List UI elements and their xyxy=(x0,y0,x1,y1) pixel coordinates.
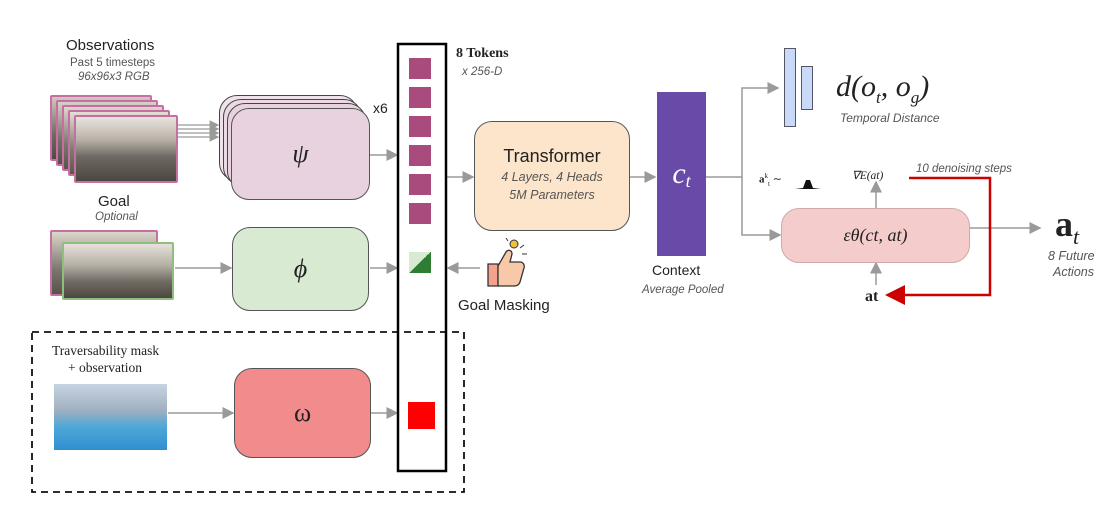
context-label: Context xyxy=(652,262,701,278)
traversability-subtitle: + observation xyxy=(68,360,142,375)
traversability-title: Traversability mask xyxy=(52,343,160,358)
gaussian-noise-icon xyxy=(795,180,821,189)
observations-title: Observations xyxy=(66,37,155,54)
traversability-token xyxy=(408,402,435,429)
observation-token xyxy=(409,116,431,137)
observation-token xyxy=(409,203,431,224)
observations-resolution: 96x96x3 RGB xyxy=(78,71,150,83)
goal-title: Goal xyxy=(98,193,130,210)
noise-sample-label: akt ∼ xyxy=(759,172,782,188)
phi-encoder: ϕ xyxy=(232,227,369,311)
observation-to-psi-arrows xyxy=(178,120,220,142)
context-to-diffusion-arrow xyxy=(741,177,782,241)
omega-encoder: ω xyxy=(234,368,371,458)
context-symbol-subscript: t xyxy=(685,170,691,191)
transformer-title: Transformer xyxy=(503,146,601,166)
observation-token xyxy=(409,58,431,79)
observation-token xyxy=(409,145,431,166)
denoising-loop-arrow xyxy=(885,176,992,305)
thumbs-up-icon xyxy=(487,238,527,287)
action-input-label: at xyxy=(865,288,879,305)
token-column-frame xyxy=(396,42,448,473)
gradient-label: ∇E(at) xyxy=(852,170,884,182)
temporal-distance-label: Temporal Distance xyxy=(840,111,940,125)
transformer-params: 5M Parameters xyxy=(509,188,595,202)
output-label-line1: 8 Future xyxy=(1048,249,1095,263)
goal-subtitle: Optional xyxy=(95,211,138,223)
observation-token xyxy=(409,174,431,195)
psi-encoder: ψ xyxy=(231,108,370,200)
traversability-dashed-region xyxy=(31,331,465,493)
context-symbol: c xyxy=(672,157,686,190)
traversability-image xyxy=(54,384,167,450)
goal-masking-label: Goal Masking xyxy=(458,297,550,314)
observation-token xyxy=(409,87,431,108)
tokens-title: 8 Tokens xyxy=(456,46,509,61)
observation-image-front xyxy=(74,115,178,183)
tokens-subtitle: x 256-D xyxy=(462,66,503,78)
denoising-steps-label: 10 denoising steps xyxy=(916,163,1012,175)
output-action-symbol: at xyxy=(1055,204,1080,250)
transformer-layers: 4 Layers, 4 Heads xyxy=(501,170,603,184)
temporal-distance-formula: d(ot, og) xyxy=(836,70,930,107)
distance-bar-small xyxy=(801,66,813,110)
transformer-block xyxy=(474,121,630,231)
goal-token xyxy=(409,252,431,273)
context-to-distance-arrow xyxy=(706,82,780,178)
context-sublabel: Average Pooled xyxy=(642,284,724,296)
psi-multiplier: x6 xyxy=(373,100,388,116)
distance-bar-large xyxy=(784,48,796,127)
diffusion-policy-block: εθ(ct, at) xyxy=(781,208,970,263)
goal-image xyxy=(62,242,174,300)
observations-subtitle: Past 5 timesteps xyxy=(70,57,156,69)
output-label-line2: Actions xyxy=(1053,265,1094,279)
